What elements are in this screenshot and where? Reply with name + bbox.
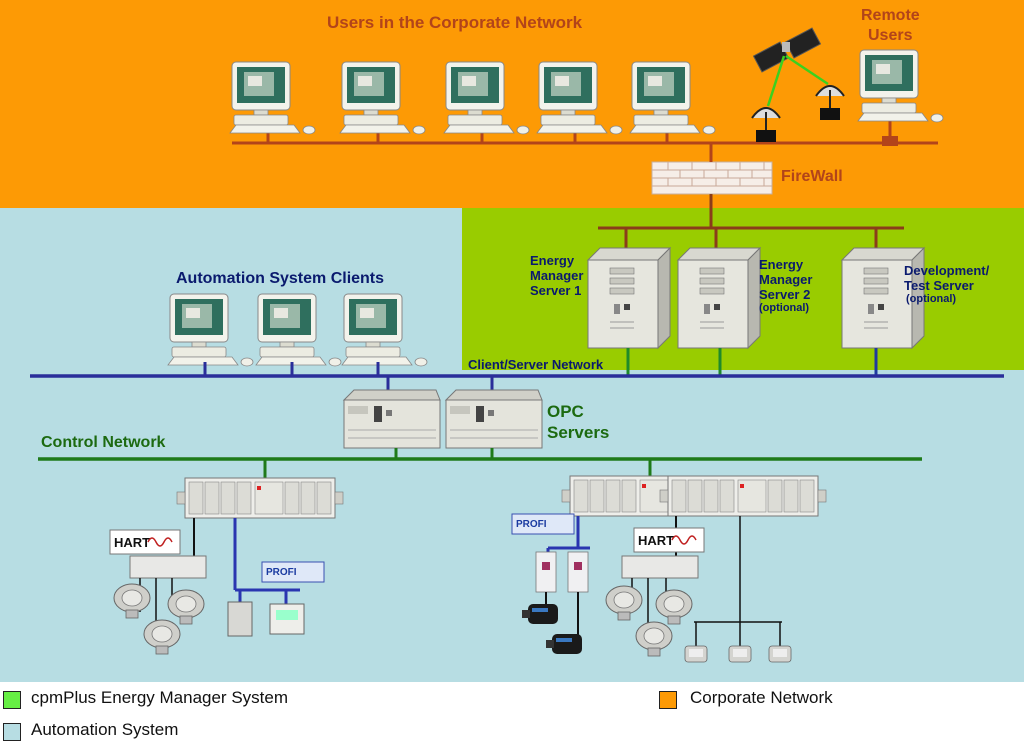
energy-manager-server-1 <box>587 247 671 349</box>
remote-users-line-2: Users <box>868 27 913 44</box>
io-rack-right <box>659 475 827 517</box>
profibus-label-left: PROFI <box>266 567 297 578</box>
opc-servers-line-1: OPC <box>547 402 584 421</box>
drive-icon-1 <box>535 551 557 593</box>
profibus-logo-left: PROFI <box>261 561 325 583</box>
field-device-icon-1 <box>684 645 708 663</box>
transmitter-icon-5 <box>655 589 693 625</box>
firewall-icon <box>651 161 773 195</box>
corporate-pc-1 <box>229 61 316 135</box>
legend-label-automation: Automation System <box>31 720 179 739</box>
motor-icon-2 <box>546 634 582 654</box>
legend-swatch-automation <box>3 723 21 741</box>
satellite-dish-icon-2 <box>815 85 845 121</box>
automation-clients-label: Automation System Clients <box>176 270 385 287</box>
energy-server-1-line-3: Server 1 <box>530 283 582 298</box>
corporate-pc-4 <box>536 61 623 135</box>
corporate-pc-5 <box>629 61 716 135</box>
legend-label-energy: cpmPlus Energy Manager System <box>31 688 288 707</box>
opc-server-2 <box>445 389 543 449</box>
automation-client-pc-2 <box>255 293 342 367</box>
transmitter-icon-3 <box>143 619 181 655</box>
energy-server-2-line-1: Energy <box>759 257 804 272</box>
drive-icon-2 <box>567 551 589 593</box>
corporate-pc-3 <box>443 61 530 135</box>
remote-user-pc <box>857 49 944 123</box>
energy-server-1-line-1: Energy <box>530 253 575 268</box>
hart-logo-left: HART <box>109 529 181 555</box>
profibus-label-right: PROFI <box>516 519 547 530</box>
hart-label-left: HART <box>114 535 150 550</box>
transmitter-icon-4 <box>605 585 643 621</box>
energy-server-2-line-3: Server 2 <box>759 287 811 302</box>
transmitter-icon-6 <box>635 621 673 657</box>
hart-label-right: HART <box>638 533 674 548</box>
corporate-pc-2 <box>339 61 426 135</box>
firewall-label: FireWall <box>781 168 843 185</box>
opc-servers-line-2: Servers <box>547 423 610 442</box>
hart-multiplexer-left <box>129 555 207 579</box>
hart-logo-right: HART <box>633 527 705 553</box>
io-rack-left <box>176 477 344 519</box>
automation-client-pc-3 <box>341 293 428 367</box>
valve-positioner-icon <box>227 601 253 637</box>
profibus-logo-right: PROFI <box>511 513 575 535</box>
hart-multiplexer-right <box>621 555 699 579</box>
control-network-label: Control Network <box>41 434 166 451</box>
satellite-icon <box>752 27 822 73</box>
automation-client-pc-1 <box>167 293 254 367</box>
opc-server-1 <box>343 389 441 449</box>
energy-manager-server-2 <box>677 247 761 349</box>
motor-icon-1 <box>522 604 558 624</box>
corporate-network-zone <box>0 0 1024 208</box>
field-device-icon-2 <box>728 645 752 663</box>
field-device-icon-3 <box>768 645 792 663</box>
devtest-server-line-2: Test Server <box>904 278 974 293</box>
client-server-network-label: Client/Server Network <box>468 357 604 372</box>
energy-server-2-line-4: (optional) <box>759 302 810 314</box>
transmitter-icon-1 <box>113 583 151 619</box>
devtest-server-line-3: (optional) <box>906 293 957 305</box>
energy-server-2-line-2: Manager <box>759 272 813 287</box>
satellite-dish-icon-1 <box>751 107 781 143</box>
legend-label-corporate: Corporate Network <box>690 688 833 707</box>
legend-swatch-energy <box>3 691 21 709</box>
corporate-zone-title: Users in the Corporate Network <box>327 13 583 32</box>
energy-server-1-line-2: Manager <box>530 268 584 283</box>
transmitter-icon-2 <box>167 589 205 625</box>
remote-users-line-1: Remote <box>861 7 920 24</box>
devtest-server-line-1: Development/ <box>904 263 990 278</box>
legend-swatch-corporate <box>659 691 677 709</box>
